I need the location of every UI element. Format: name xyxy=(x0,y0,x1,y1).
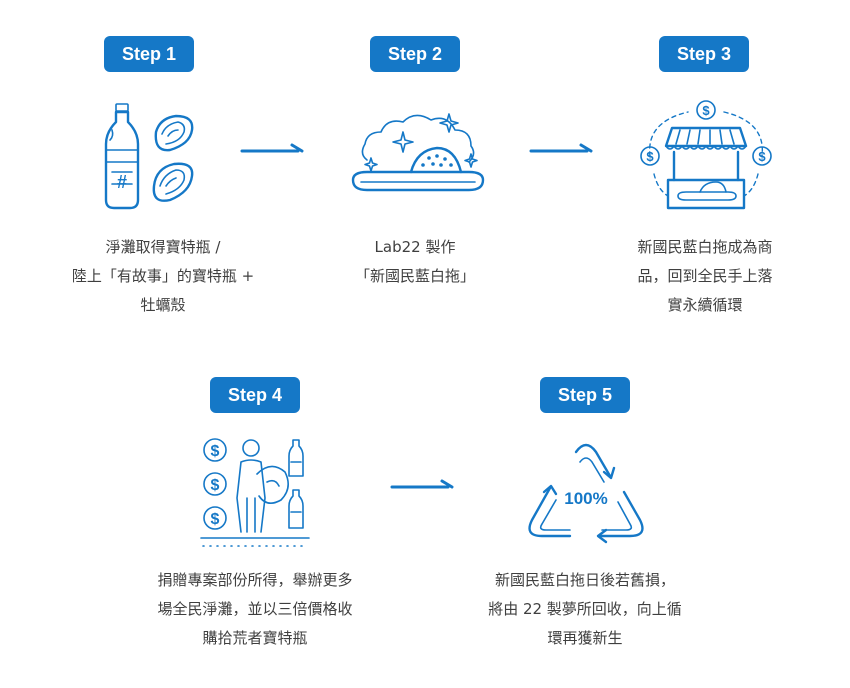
bottle-mark: # xyxy=(117,172,127,192)
step-2-line: 「新國民藍白拖」 xyxy=(354,267,475,285)
coin-symbol: $ xyxy=(211,477,220,494)
step-5-line: 新國民藍白拖日後若舊損， xyxy=(494,571,675,589)
step-1-badge: Step 1 xyxy=(104,36,194,72)
step-5-line: 將由 22 製夢所回收，向上循 xyxy=(488,600,682,618)
market-stall-with-coins-icon: $ $ $ xyxy=(640,100,772,210)
coin-symbol: $ xyxy=(211,511,220,528)
arrow-right-icon xyxy=(390,479,454,489)
step-4-description: 捐贈專案部份所得，舉辦更多 場全民淨灘，並以三倍價格收 購拾荒者寶特瓶 xyxy=(118,566,392,653)
step-5-description: 新國民藍白拖日後若舊損， 將由 22 製夢所回收，向上循 環再獲新生 xyxy=(455,566,715,653)
step-2-description: Lab22 製作 「新國民藍白拖」 xyxy=(325,233,505,291)
recycle-percentage-label: 100% xyxy=(564,489,607,508)
step-3-description: 新國民藍白拖成為商 品，回到全民手上落 實永續循環 xyxy=(605,233,805,320)
collector-with-coins-and-bottles-icon: $ $ $ xyxy=(200,438,310,547)
step-5-badge: Step 5 xyxy=(540,377,630,413)
sparkling-slipper-icon xyxy=(351,113,485,192)
arrow-right-icon xyxy=(529,143,593,153)
step-3-badge: Step 3 xyxy=(659,36,749,72)
step-3-line: 新國民藍白拖成為商 xyxy=(637,238,773,256)
coin-symbol: $ xyxy=(758,149,766,164)
step-3-line: 品，回到全民手上落 xyxy=(637,267,773,285)
coin-symbol: $ xyxy=(702,103,710,118)
bottle-and-oyster-shells-icon: # xyxy=(104,103,194,210)
arrow-right-icon xyxy=(240,143,304,153)
step-1-line: 陸上「有故事」的寶特瓶 + xyxy=(71,267,255,285)
step-4-line: 購拾荒者寶特瓶 xyxy=(202,629,308,647)
recycle-triangle-icon: 100% xyxy=(528,443,644,544)
step-1-line: 淨灘取得寶特瓶 / xyxy=(105,238,221,256)
step-1-line: 牡蠣殼 xyxy=(140,296,186,314)
coin-symbol: $ xyxy=(211,443,220,460)
step-4-line: 捐贈專案部份所得，舉辦更多 xyxy=(157,571,353,589)
coin-symbol: $ xyxy=(646,149,654,164)
step-4-line: 場全民淨灘，並以三倍價格收 xyxy=(157,600,353,618)
step-5-line: 環再獲新生 xyxy=(547,629,623,647)
step-1-description: 淨灘取得寶特瓶 / 陸上「有故事」的寶特瓶 + 牡蠣殼 xyxy=(30,233,296,320)
step-4-badge: Step 4 xyxy=(210,377,300,413)
step-3-line: 實永續循環 xyxy=(667,296,743,314)
step-2-badge: Step 2 xyxy=(370,36,460,72)
step-2-line: Lab22 製作 xyxy=(374,238,456,256)
